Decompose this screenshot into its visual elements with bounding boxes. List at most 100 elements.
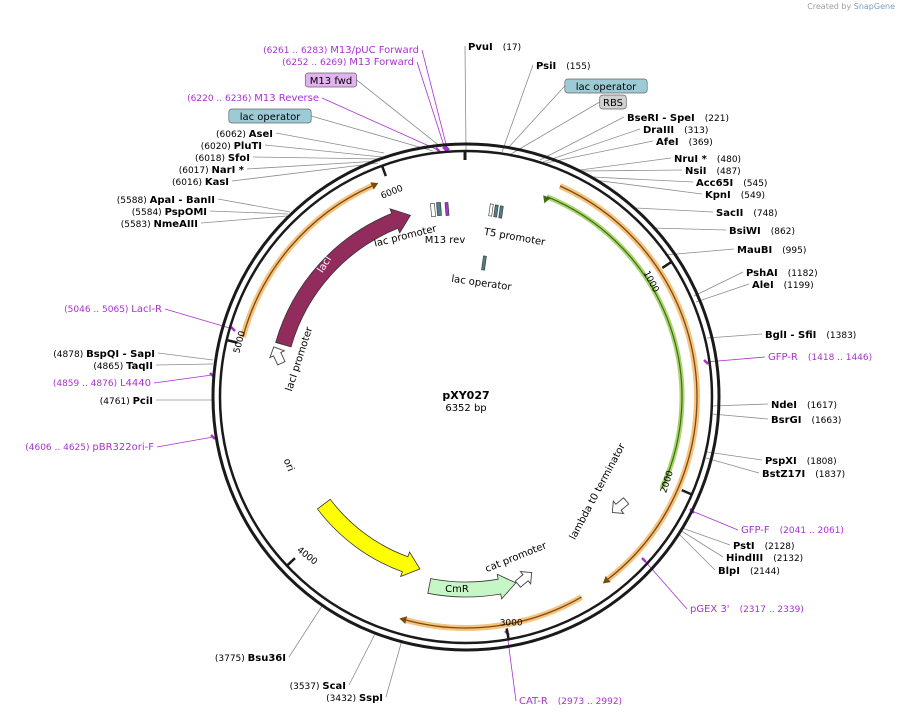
boxed-label: lac operator xyxy=(240,112,301,123)
feature-label: M13 rev xyxy=(425,235,466,246)
plasmid-name: pXY027 xyxy=(442,389,489,402)
feature-label: cat promoter xyxy=(484,540,549,575)
enzyme-site-left: (6020) PluTI xyxy=(201,141,262,152)
orf-arc xyxy=(405,594,583,631)
enzyme-site-right: BseRI - SpeI(221) xyxy=(627,113,729,124)
enzyme-site-right: NsiI(487) xyxy=(685,166,741,177)
tick-mark xyxy=(661,260,673,269)
primer-label: CAT-R(2973 .. 2992) xyxy=(519,696,622,707)
tick-label: 5000 xyxy=(232,330,248,355)
tick-mark xyxy=(286,557,296,567)
enzyme-site-right: PsiI(155) xyxy=(536,61,590,72)
lac-operator-glyph xyxy=(436,202,442,216)
tick-mark xyxy=(505,628,510,640)
primer-label: (5046 .. 5065) LacI-R xyxy=(64,304,162,315)
enzyme-site-left: (5588) ApaI - BanII xyxy=(117,195,215,206)
orf-arc-core xyxy=(559,185,698,580)
primer-mark xyxy=(444,202,450,216)
enzyme-site-left: (3432) SspI xyxy=(326,693,383,704)
enzyme-site-right: DraIII(313) xyxy=(643,125,708,136)
enzyme-site-right: MauBI(995) xyxy=(737,245,806,256)
primer-label: (6252 .. 6269) M13 Forward xyxy=(282,57,414,68)
t5-operator-glyph-2 xyxy=(498,205,504,219)
enzyme-site-right: PstI(2128) xyxy=(733,541,795,552)
boxed-label-bg xyxy=(304,72,358,88)
feature-label: lambda t0 terminator xyxy=(568,441,628,542)
lac-promoter-glyph xyxy=(430,203,436,217)
feature-CmR xyxy=(427,573,517,600)
enzyme-site-right: NruI *(480) xyxy=(674,154,741,165)
enzyme-site-right: PspXI(1808) xyxy=(765,456,837,467)
enzyme-site-right: BsiWI(862) xyxy=(729,226,795,237)
enzyme-site-left: (5584) PspOMI xyxy=(132,207,207,218)
credit-prefix: Created by xyxy=(807,2,852,11)
tick-label: 3000 xyxy=(500,619,523,629)
primer-label: (6261 .. 6283) M13/pUC Forward xyxy=(263,45,419,56)
boxed-label-bg xyxy=(564,78,648,94)
enzyme-site-right: BglI - SfiI(1383) xyxy=(765,330,856,341)
orf-arrowhead xyxy=(399,616,408,625)
enzyme-site-left: (4761) PciI xyxy=(100,396,153,407)
tick-mark xyxy=(380,165,387,177)
enzyme-site-left: (6062) AseI xyxy=(216,129,273,140)
feature-label: T5 promoter xyxy=(482,227,547,249)
tick-label: 6000 xyxy=(380,184,405,202)
primer-label: (6220 .. 6236) M13 Reverse xyxy=(187,93,319,104)
feature-ori xyxy=(316,498,421,578)
lacI-promoter-arrow xyxy=(269,346,286,366)
feature-label: lac operator xyxy=(451,274,513,293)
enzyme-site-right: BstZ17I(1837) xyxy=(762,469,845,480)
feature-lacI xyxy=(275,208,412,348)
lambda-terminator-arrow xyxy=(611,497,630,514)
boxed-label: M13 fwd xyxy=(310,76,352,87)
orf-arrowhead xyxy=(602,575,611,584)
enzyme-site-right: KpnI(549) xyxy=(705,190,765,201)
t5-operator-glyph xyxy=(493,204,499,218)
feature-arcs xyxy=(239,182,700,631)
gfp-arc-core xyxy=(546,196,683,489)
primer-label: pGEX 3'(2317 .. 2339) xyxy=(690,604,804,615)
tick-mark xyxy=(226,338,238,344)
enzyme-site-left: (3537) ScaI xyxy=(290,681,346,692)
primer-label: (4859 .. 4876) L4440 xyxy=(53,378,151,389)
boxed-label-bg xyxy=(599,94,627,110)
leader-lines xyxy=(155,45,769,698)
features-layer xyxy=(269,202,630,600)
enzyme-site-right: PshAI(1182) xyxy=(746,268,818,279)
feature-name: CmR xyxy=(445,584,469,595)
enzyme-site-left: (6016) KasI xyxy=(172,177,229,188)
plasmid-size: 6352 bp xyxy=(445,403,486,414)
boxed-label: RBS xyxy=(603,98,623,109)
boxed-label: lac operator xyxy=(576,82,637,93)
primer-label: GFP-F(2041 .. 2061) xyxy=(741,525,844,536)
enzyme-site-left: (3775) Bsu36I xyxy=(215,653,286,664)
enzyme-site-left: (6018) SfoI xyxy=(195,153,250,164)
enzyme-site-right: AleI(1199) xyxy=(752,280,814,291)
enzyme-site-left: (4865) TaqII xyxy=(93,361,153,372)
t5-promoter-glyph xyxy=(488,203,494,217)
gfp-arrowhead xyxy=(543,195,551,204)
enzyme-site-right: AfeI(369) xyxy=(656,137,713,148)
credit-brand: SnapGene xyxy=(853,2,895,11)
enzyme-site-left: (4878) BspQI - SapI xyxy=(53,349,155,360)
enzyme-site-right: PvuI(17) xyxy=(468,42,521,53)
tick-label: 2000 xyxy=(659,469,676,494)
snapgene-credit: Created by SnapGene xyxy=(807,2,895,11)
enzyme-site-right: BlpI(2144) xyxy=(718,566,780,577)
enzyme-site-left: (5583) NmeAIII xyxy=(121,219,198,230)
enzyme-site-right: HindIII(2132) xyxy=(726,553,803,564)
orf-arc-core xyxy=(406,596,582,629)
enzyme-site-left: (6017) NarI * xyxy=(179,165,245,176)
enzyme-site-right: NdeI(1617) xyxy=(771,400,837,411)
feature-name: ori xyxy=(281,457,296,473)
boxed-label-bg xyxy=(228,108,312,124)
primer-label: GFP-R(1418 .. 1446) xyxy=(768,352,872,363)
enzyme-site-right: BsrGI(1663) xyxy=(771,415,841,426)
enzyme-site-right: SacII(748) xyxy=(716,208,778,219)
primer-label: (4606 .. 4625) pBR322ori-F xyxy=(25,442,154,453)
tick-mark xyxy=(681,488,693,496)
enzyme-site-right: Acc65I(545) xyxy=(696,178,767,189)
lac-operator-inner xyxy=(481,255,487,271)
